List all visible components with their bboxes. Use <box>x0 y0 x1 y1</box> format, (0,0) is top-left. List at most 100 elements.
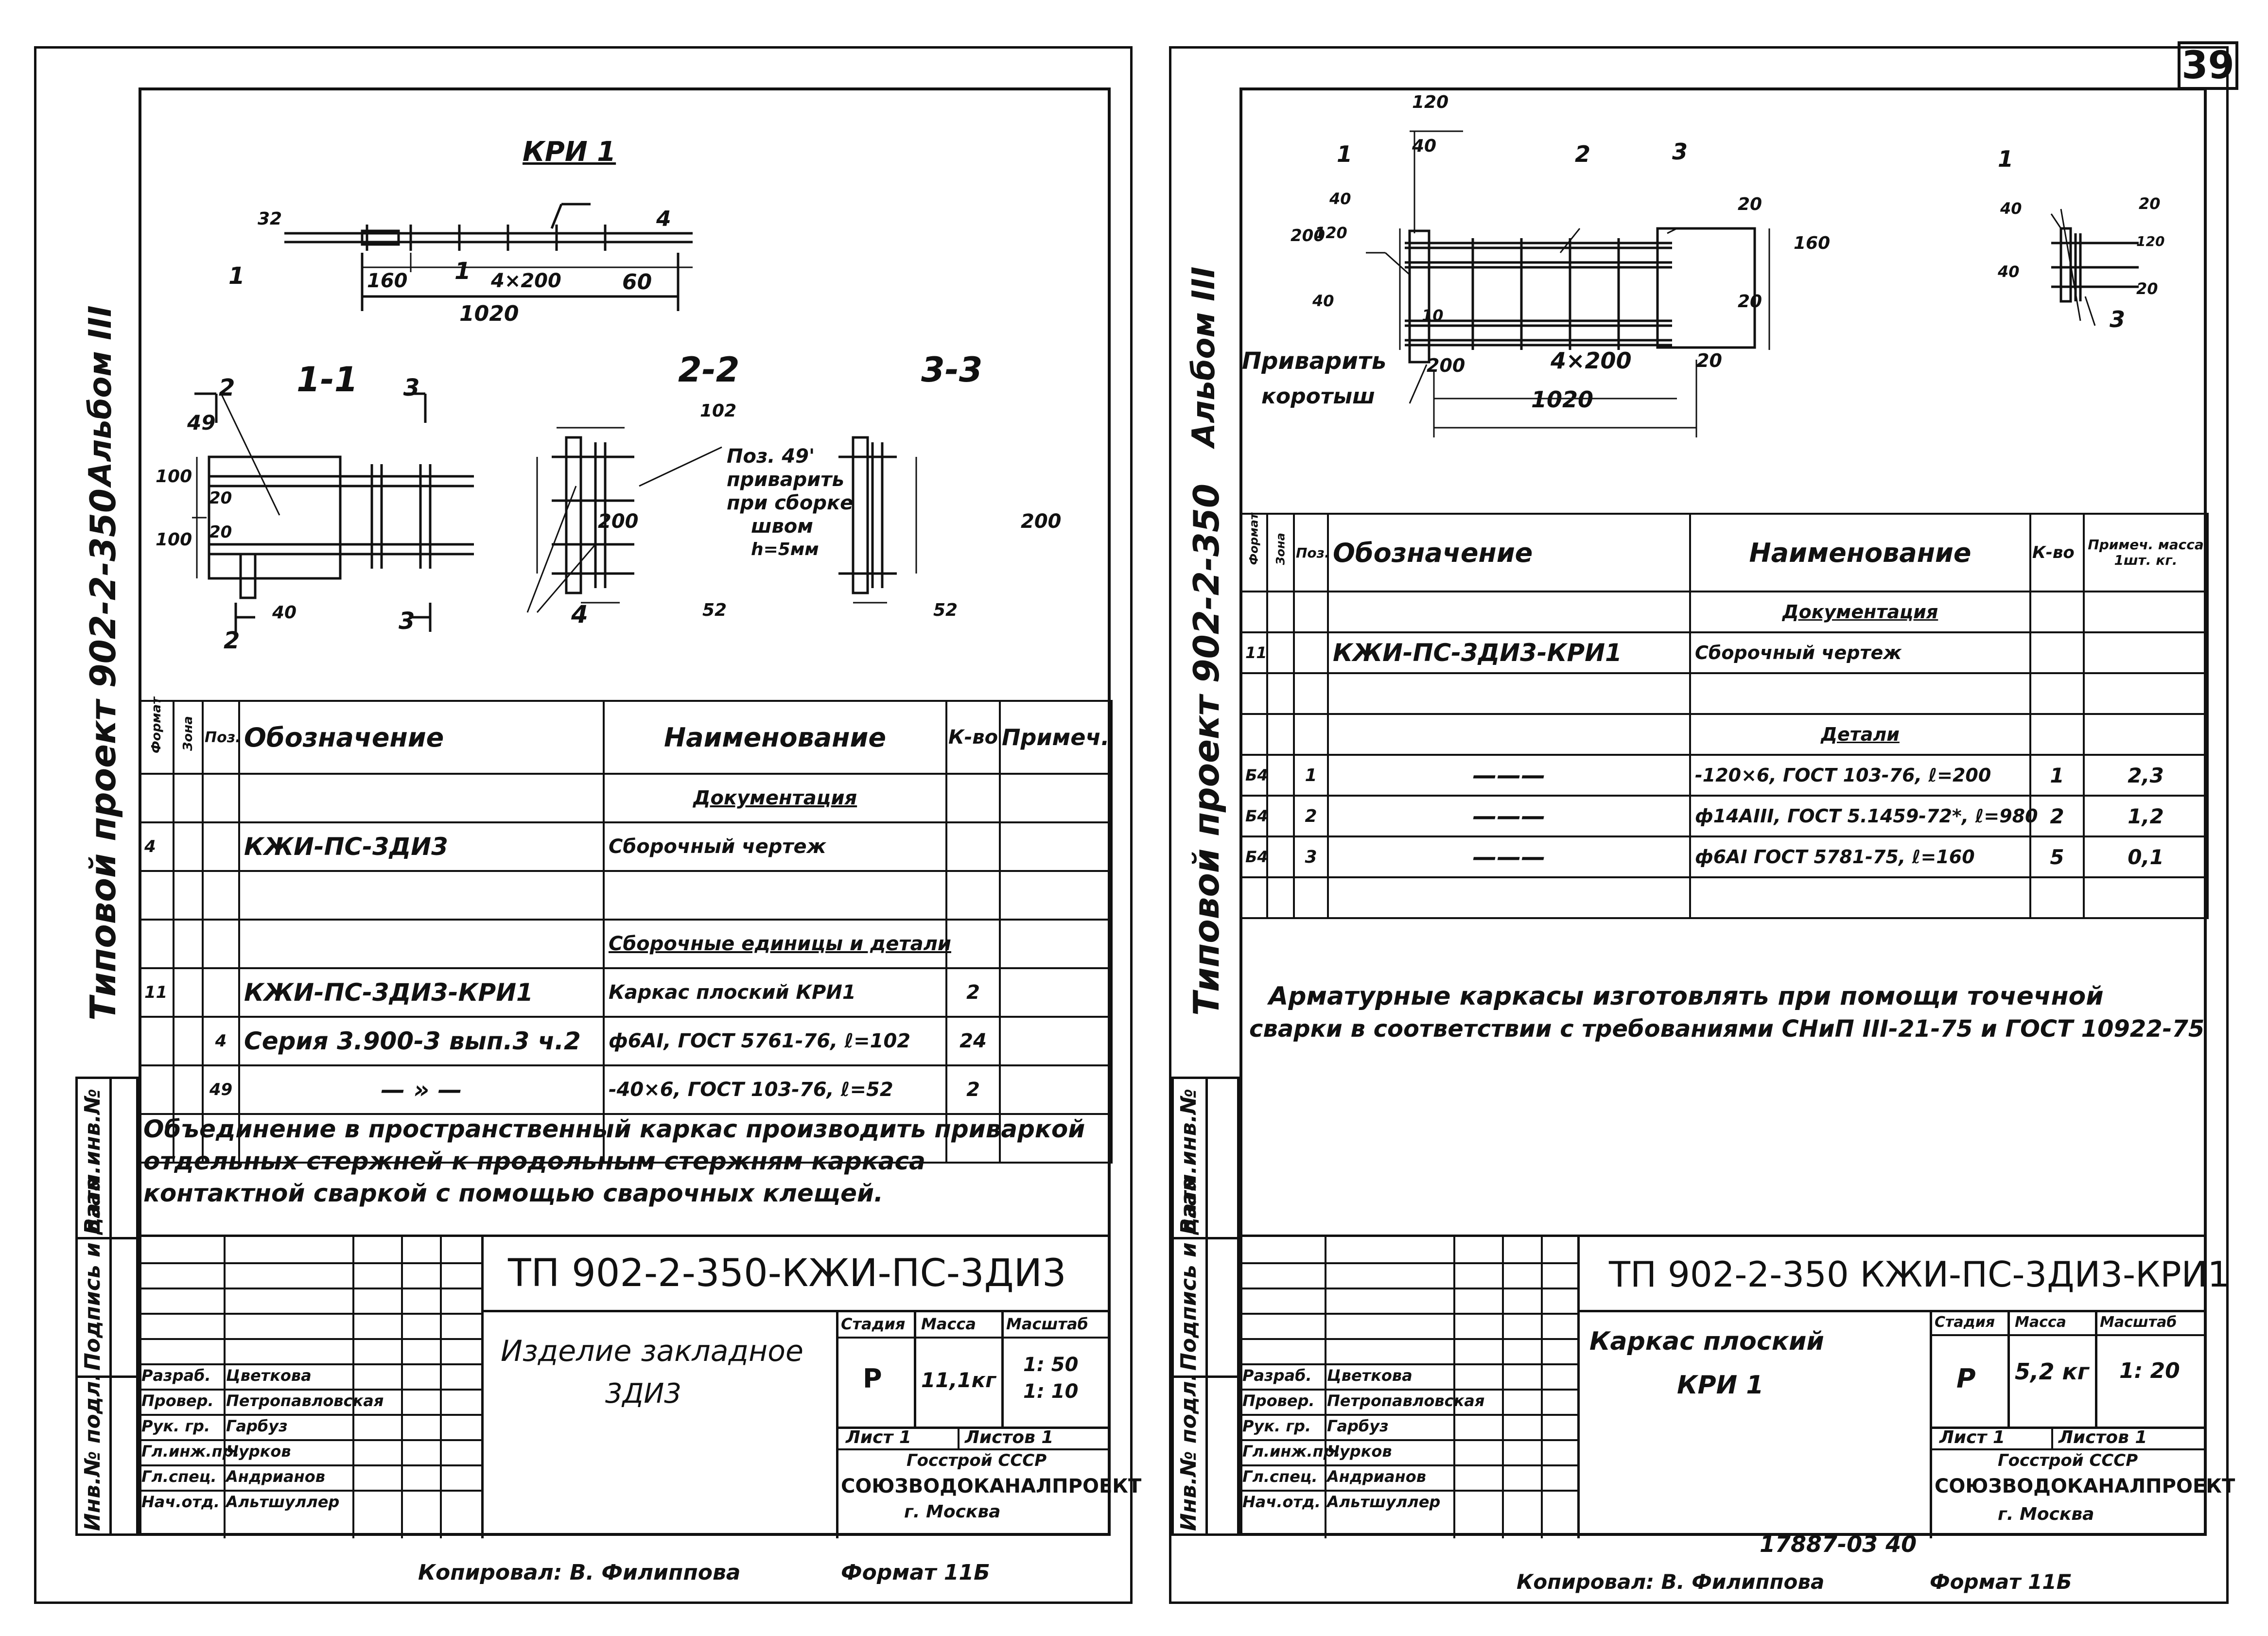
left-spec-cell-zone <box>173 967 204 1018</box>
right-mass: 5,2 кг <box>2015 1358 2089 1385</box>
right-stamp-inv: Инв.№ подл. <box>1176 1373 1201 1531</box>
left-album-label: Альбом III <box>83 305 119 486</box>
right-dim-20a: 20 <box>1738 194 1762 214</box>
right-code: ТП 902-2-350 КЖИ-ПС-3ДИ3-КРИ1 <box>1609 1254 2230 1295</box>
left-spec-cell-format: 11 <box>139 967 174 1018</box>
left-note: Объединение в пространственный каркас пр… <box>143 1113 1106 1209</box>
left-spec-cell-pos <box>202 1113 240 1164</box>
left-copied: Копировал: В. Филиппова <box>418 1560 741 1585</box>
left-sheets: Листов 1 <box>965 1427 1054 1447</box>
right-spec-cell-designation <box>1327 713 1691 756</box>
right-dim-120: 120 <box>1412 92 1449 112</box>
left-people-role: Нач.отд. <box>141 1493 220 1511</box>
left-spec-cell-pos <box>202 870 240 921</box>
left-stage-col <box>836 1310 838 1538</box>
left-spec-cell-designation: Серия 3.900-3 вып.3 ч.2 <box>238 1016 605 1066</box>
left-spec-h-designation: Обозначение <box>238 700 605 775</box>
left-section-2-2: 2-2 <box>678 350 740 390</box>
right-spec-header: Формат Зона Поз. Обозначение Наименовани… <box>1239 513 2209 592</box>
left-code-divider <box>481 1237 484 1538</box>
left-people-col-line <box>352 1237 354 1538</box>
right-weld-label-2: коротыш <box>1261 384 1375 409</box>
left-spec-cell-name <box>603 1113 947 1164</box>
right-side-dim-40b: 40 <box>1998 262 2020 281</box>
left-org-2: СОЮЗВОДОКАНАЛПРОЕКТ <box>841 1475 1142 1497</box>
right-dim-10: 10 <box>1422 306 1444 325</box>
left-cut-1: 1 <box>228 262 245 290</box>
left-spec-cell-zone <box>173 1113 204 1164</box>
left-people-col-line <box>401 1237 403 1538</box>
right-scale-label: Масштаб <box>2100 1314 2177 1331</box>
left-spec-cell-name: Сборочный чертеж <box>603 821 947 872</box>
left-weld-note-line4: швом <box>751 515 813 538</box>
right-spec-cell-note <box>2083 591 2209 633</box>
left-spec-cell-note <box>999 1016 1113 1066</box>
right-copied: Копировал: В. Филиппова <box>1517 1570 1825 1594</box>
right-people-upper-line <box>1239 1338 1577 1340</box>
left-weld-note-line2: приварить <box>727 469 844 491</box>
left-weld-note-line5: h=5мм <box>751 540 819 559</box>
left-title-line1: Изделие закладное <box>501 1334 803 1368</box>
right-spec-h-name: Наименование <box>1689 513 2031 592</box>
left-spec-cell-format <box>139 870 174 921</box>
right-stage: Р <box>1956 1363 1976 1394</box>
right-side-label-3: 3 <box>2110 306 2126 332</box>
left-dim-100a: 100 <box>156 467 192 487</box>
right-side-dim-40a: 40 <box>2000 199 2022 218</box>
left-side-stamp-divider <box>109 1077 112 1536</box>
right-spec-row: Детали <box>1239 713 2209 756</box>
left-spec-cell-qty <box>945 821 1001 872</box>
right-spec-row: Документация <box>1239 591 2209 633</box>
right-people-role: Гл.инж.пр. <box>1242 1442 1341 1461</box>
right-sheet-col <box>2051 1427 2053 1448</box>
right-archive-number: 17887-03 40 <box>1760 1531 1917 1557</box>
right-spec-cell-qty: 5 <box>2029 835 2085 878</box>
left-org-1: Госстрой СССР <box>907 1451 1047 1470</box>
left-weld-note: Поз. 49' приварить при сборке швом h=5мм <box>727 445 902 561</box>
right-code-divider <box>1577 1237 1580 1538</box>
right-spec-cell-name: -120×6, ГОСТ 103-76, ℓ=200 <box>1689 754 2031 797</box>
right-spec-cell-note <box>2083 672 2209 715</box>
right-sheet-border <box>1169 46 2229 1604</box>
left-spec-cell-note <box>999 919 1113 969</box>
right-people-row-line <box>1239 1490 1577 1492</box>
right-mass-label: Масса <box>2015 1314 2066 1331</box>
left-people-row-line <box>139 1490 481 1492</box>
left-spec-cell-format <box>139 773 174 823</box>
right-title-block: ТП 902-2-350 КЖИ-ПС-3ДИ3-КРИ1 Каркас пло… <box>1239 1235 2235 1538</box>
left-people-row-line <box>139 1389 481 1391</box>
right-spec-cell-format <box>1239 591 1268 633</box>
right-spec-cell-zone <box>1266 672 1295 715</box>
right-spec-h-designation: Обозначение <box>1327 513 1691 592</box>
right-spec-cell-designation <box>1327 876 1691 919</box>
left-spec-row <box>139 1113 1113 1164</box>
right-people-col-line <box>1453 1237 1455 1538</box>
left-scale-label: Масштаб <box>1006 1315 1088 1333</box>
right-spec-table: Формат Зона Поз. Обозначение Наименовани… <box>1239 513 2209 919</box>
left-sheet: Лист 1 <box>846 1427 911 1447</box>
right-dim-40a: 40 <box>1412 136 1437 156</box>
left-dim-102: 102 <box>700 401 737 421</box>
left-people-row-line <box>139 1363 481 1365</box>
right-people-name: Гарбуз <box>1327 1417 1389 1435</box>
right-label-1: 1 <box>1337 141 1353 167</box>
right-scale-1: 1: 20 <box>2119 1358 2180 1383</box>
right-sheet-row2 <box>1930 1448 2207 1450</box>
right-people-col-line <box>1502 1237 1504 1538</box>
left-spec-cell-pos <box>202 821 240 872</box>
right-spec-cell-pos <box>1293 876 1329 919</box>
right-label-3: 3 <box>1672 139 1688 165</box>
right-spec-cell-zone <box>1266 631 1295 674</box>
right-spec-cell-qty <box>2029 713 2085 756</box>
right-spec-cell-qty: 2 <box>2029 795 2085 837</box>
right-org-1: Госстрой СССР <box>1998 1451 2138 1470</box>
left-cut-3: 3 <box>403 374 420 401</box>
right-spec-cell-designation <box>1327 591 1691 633</box>
right-spec-cell-zone <box>1266 591 1295 633</box>
left-sheet-row2 <box>836 1448 1111 1450</box>
right-spec-cell-format <box>1239 672 1268 715</box>
right-format: Формат 11Б <box>1930 1570 2072 1594</box>
